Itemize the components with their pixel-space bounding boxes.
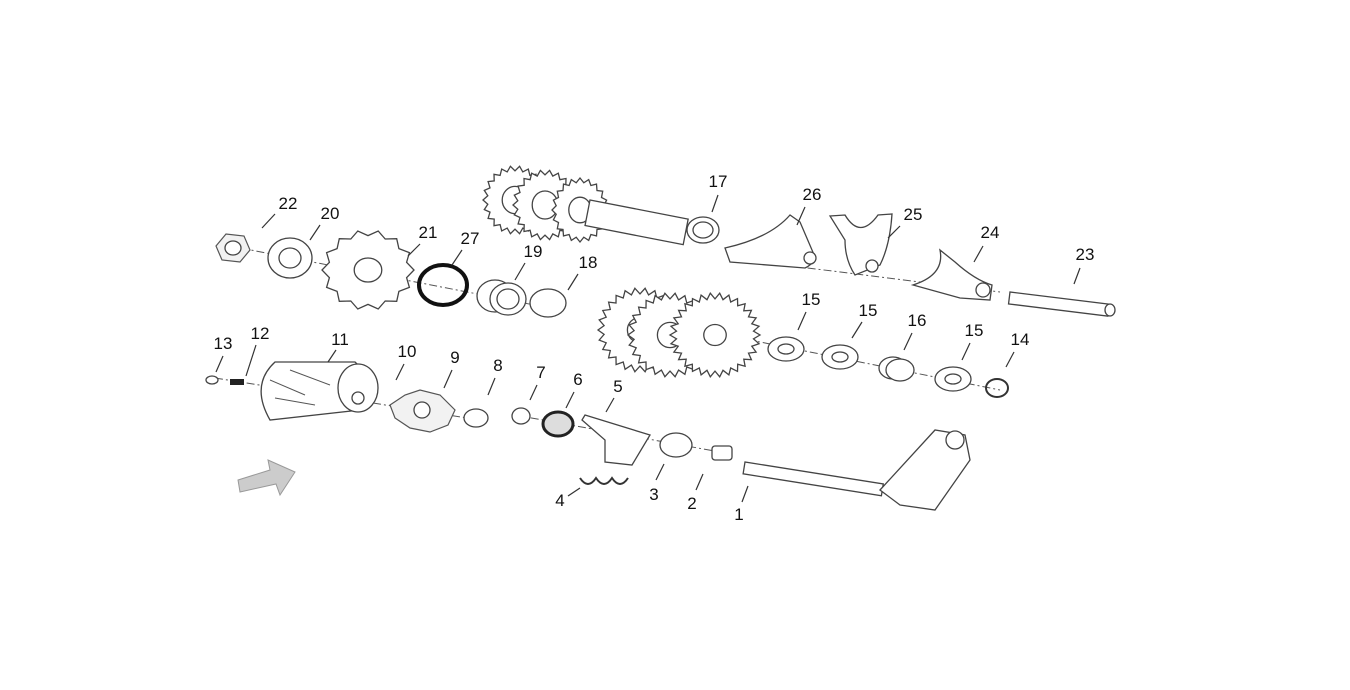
callout-21: 21 [419, 223, 438, 242]
callout-25: 25 [904, 205, 923, 224]
callout-labels: 1 2 3 4 5 6 7 8 9 10 11 12 13 14 15 15 1… [214, 172, 1095, 524]
gear-group [321, 165, 762, 378]
shift-fork-25 [828, 213, 893, 276]
callout-6: 6 [573, 370, 582, 389]
shift-drum-11 [260, 361, 379, 421]
callout-16: 16 [908, 311, 927, 330]
spring-12 [230, 379, 244, 385]
callout-19: 19 [524, 242, 543, 261]
callout-5: 5 [613, 377, 622, 396]
shift-shaft-1 [742, 429, 971, 511]
washer-3 [659, 432, 693, 458]
seal-18 [529, 288, 567, 318]
bolt-8 [463, 408, 489, 428]
direction-arrow-icon [237, 459, 296, 497]
washer-7 [511, 407, 531, 425]
pin-13 [205, 375, 219, 385]
bolt-2 [711, 445, 733, 461]
callout-11: 11 [331, 330, 349, 349]
shift-fork-24 [910, 248, 993, 301]
callout-27: 27 [461, 229, 480, 248]
roller-6 [541, 410, 575, 438]
callout-9: 9 [450, 348, 459, 367]
callout-2: 2 [687, 494, 696, 513]
callout-15b: 15 [859, 301, 878, 320]
callout-8: 8 [493, 356, 502, 375]
callout-22: 22 [279, 194, 298, 213]
callout-13: 13 [214, 334, 233, 353]
bushing-19 [476, 279, 527, 316]
sprocket-21-bore [353, 257, 383, 283]
callout-3: 3 [649, 485, 658, 504]
mainshaft-gear-3-bore [703, 323, 727, 347]
callout-7: 7 [536, 363, 545, 382]
spring-4 [579, 476, 629, 485]
callout-14: 14 [1011, 330, 1030, 349]
callout-20: 20 [321, 204, 340, 223]
callout-17: 17 [709, 172, 728, 191]
callout-10: 10 [398, 342, 417, 361]
washers-lower [767, 336, 1009, 398]
callout-1: 1 [734, 505, 743, 524]
countershaft [584, 199, 720, 246]
stopper-arm-5 [581, 414, 651, 466]
callout-4: 4 [555, 491, 564, 510]
countershaft-gear-2-bore [531, 190, 559, 220]
leader-lines [215, 194, 1081, 503]
callout-12: 12 [251, 324, 270, 343]
shift-fork-26 [724, 214, 817, 269]
callout-23: 23 [1076, 245, 1095, 264]
callout-24: 24 [981, 223, 1000, 242]
callout-15a: 15 [802, 290, 821, 309]
o-ring-27 [417, 263, 469, 307]
callout-26: 26 [803, 185, 822, 204]
callout-18: 18 [579, 253, 598, 272]
callout-15c: 15 [965, 321, 984, 340]
fork-shaft-23 [1007, 291, 1116, 317]
